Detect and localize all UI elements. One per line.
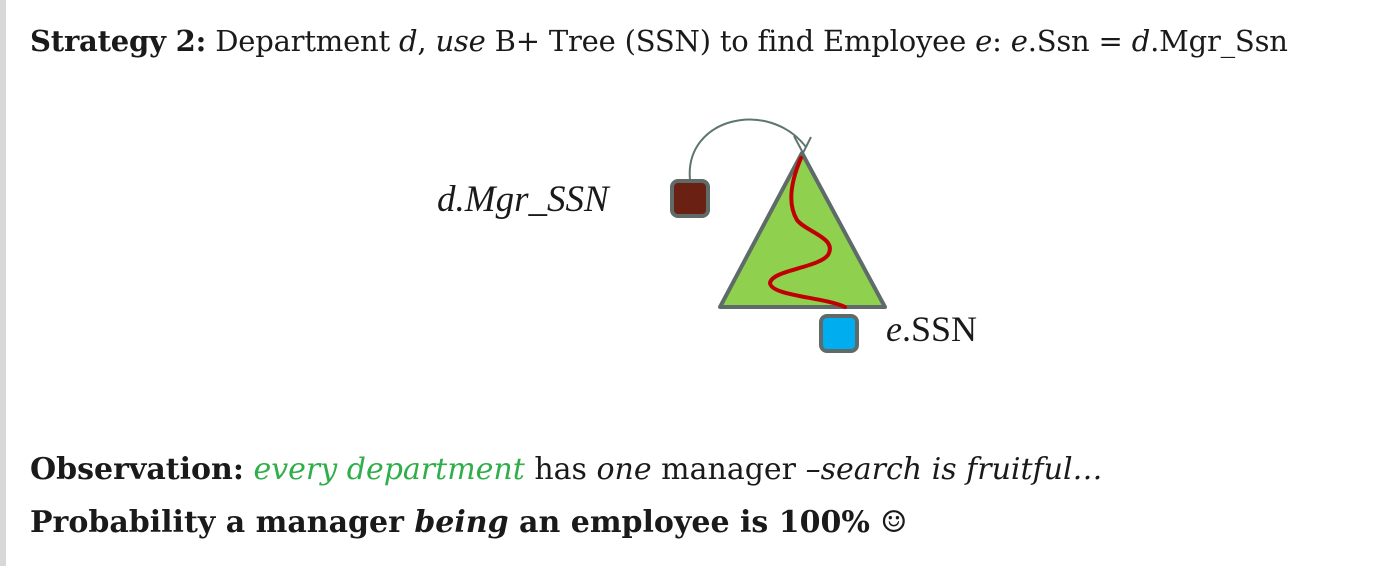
probability-text-2: an employee is 100% xyxy=(519,505,870,540)
mgr-ssn-label: d.Mgr_SSN xyxy=(437,179,609,220)
probability-line: Probability a manager being an employee … xyxy=(30,505,907,540)
observation-every-department: every department xyxy=(253,452,525,487)
employee-ssn-text: .SSN xyxy=(901,309,978,349)
heading-use: use xyxy=(435,24,486,58)
probability-text-1: Probability a manager xyxy=(30,505,404,540)
heading-text-mgr-ssn: .Mgr_Ssn xyxy=(1150,24,1288,58)
observation-has: has xyxy=(534,452,587,487)
observation-label: Observation: xyxy=(30,452,244,487)
btree-diagram xyxy=(670,118,887,353)
heading-var-d: d xyxy=(399,24,418,58)
heading-text-ssn-eq: .Ssn = xyxy=(1027,24,1123,58)
probability-being: being xyxy=(414,505,509,540)
observation-one: one xyxy=(596,452,652,487)
observation-manager: manager xyxy=(661,452,797,487)
heading-text-department: Department xyxy=(215,24,390,58)
smiley-icon: ☺ xyxy=(880,505,908,540)
strategy-heading: Strategy 2: Department d, use B+ Tree (S… xyxy=(30,24,1288,58)
search-path xyxy=(767,156,847,309)
strategy-label: Strategy 2: xyxy=(30,24,207,58)
heading-comma: , xyxy=(417,24,427,58)
heading-colon: : xyxy=(992,24,1002,58)
heading-var-e: e xyxy=(975,24,993,58)
heading-var-d2: d xyxy=(1131,24,1151,58)
btree-triangle xyxy=(718,151,887,309)
heading-text-btree: B+ Tree (SSN) to find Employee xyxy=(494,24,967,58)
employee-ssn-label: e.SSN xyxy=(886,308,977,350)
mgr-ssn-box xyxy=(670,179,710,218)
lookup-arrowhead xyxy=(793,135,812,156)
observation-tail: –search is fruitful… xyxy=(805,452,1103,487)
lookup-arrow xyxy=(688,118,807,181)
employee-ssn-var: e xyxy=(886,309,902,349)
left-margin-rule xyxy=(0,0,6,566)
heading-var-e2: e xyxy=(1010,24,1028,58)
employee-ssn-box xyxy=(819,314,859,353)
observation-line: Observation: every department has one ma… xyxy=(30,452,1103,487)
